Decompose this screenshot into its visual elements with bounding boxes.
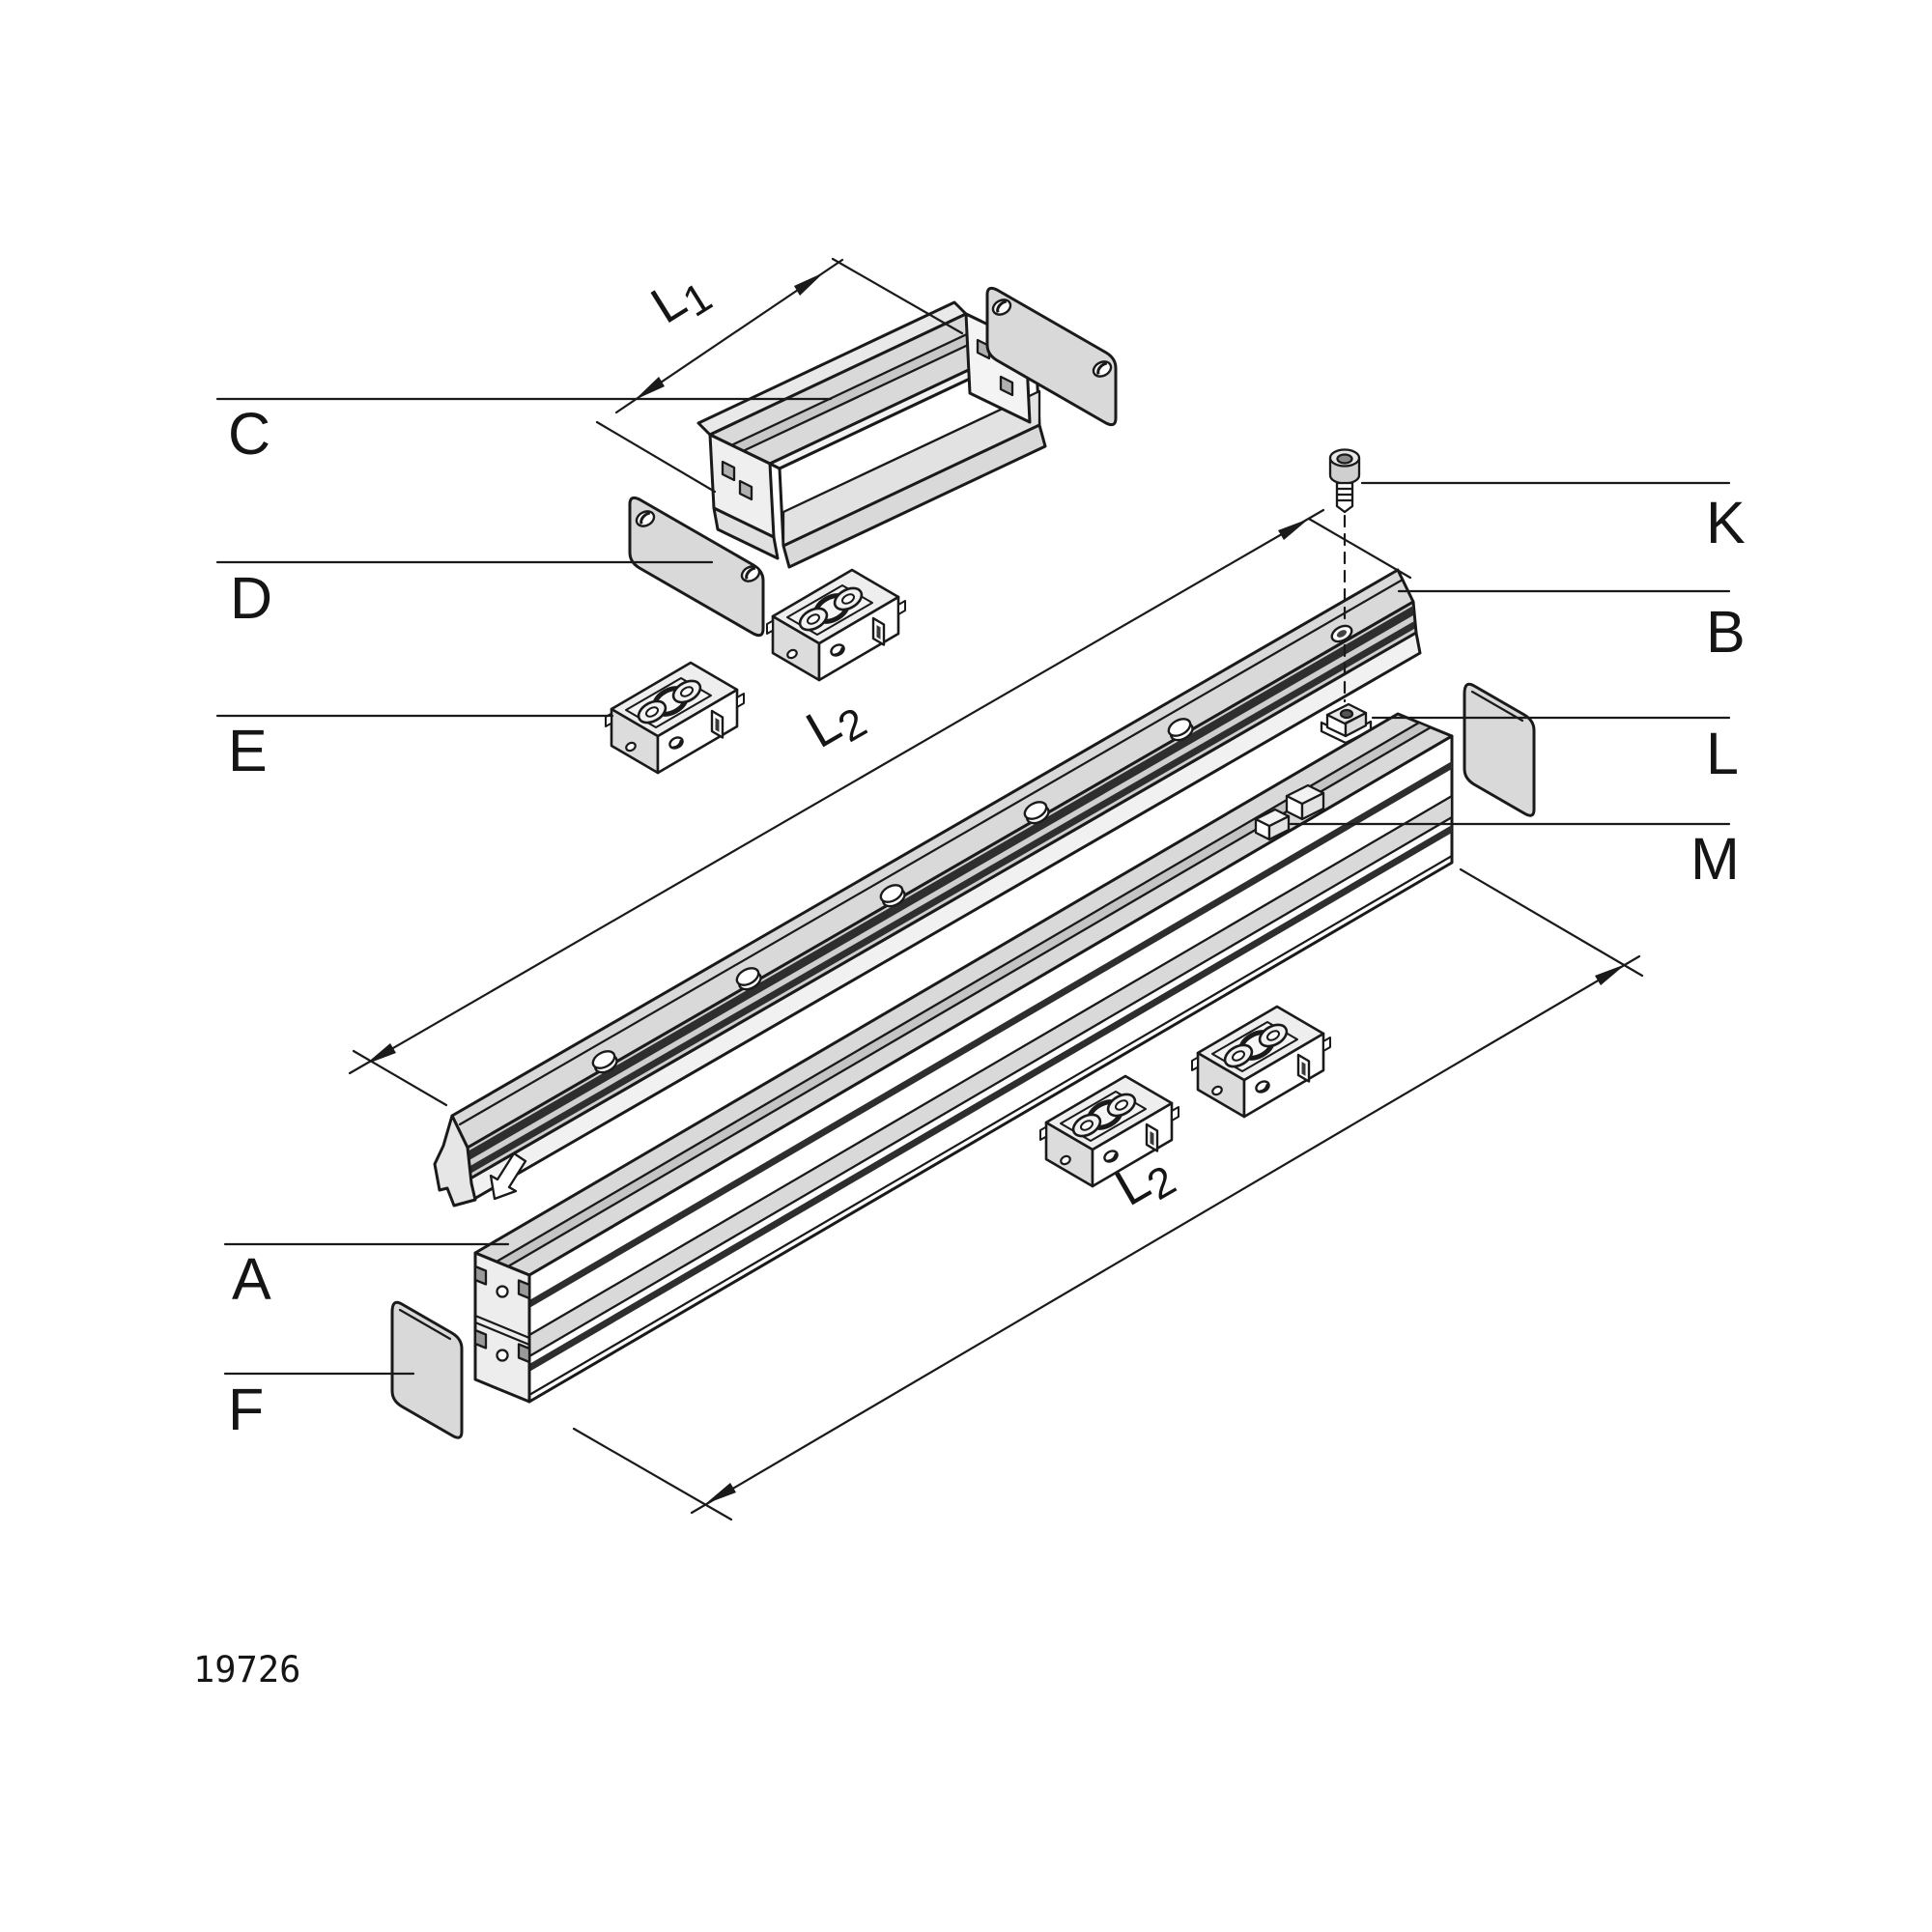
dim-l2-rail-arrow-right: [1278, 519, 1309, 540]
profile-a-groove-1: [529, 761, 1452, 1308]
t-nut-hole: [1339, 708, 1354, 720]
dim-l2-rail-arrow-left: [365, 1043, 396, 1065]
dim-l2-rail-label: L2: [797, 684, 874, 766]
cover-plate-d-right: [985, 286, 1118, 427]
profile-a-end-tslot: [473, 1328, 488, 1350]
label-a: A: [232, 1246, 271, 1312]
dim-l1-ext-left: [595, 420, 717, 494]
label-k: K: [1706, 490, 1746, 555]
label-d: D: [230, 565, 272, 631]
profile-c-end-slot-1: [721, 460, 736, 482]
profile-a-bottom-line: [527, 854, 1454, 1397]
label-l: L: [1706, 721, 1739, 786]
dim-l2-profile-line: [690, 954, 1641, 1515]
end-cap-highlight: [398, 1308, 452, 1341]
rail-b-groove-1: [468, 606, 1413, 1161]
rail-b-end-face: [433, 1114, 477, 1208]
profile-c-end-lower: [712, 506, 780, 560]
dim-l1-arrow-right: [794, 272, 824, 296]
dim-l2-rail-ext-right: [1307, 517, 1412, 580]
profile-c: [696, 300, 1047, 569]
profile-c-end-slot-4: [999, 375, 1014, 397]
guide-block-e-upper: [767, 570, 905, 680]
assembly-direction-arrow-icon: [489, 1151, 527, 1201]
end-cap-highlight: [1470, 690, 1524, 723]
label-f: F: [228, 1377, 264, 1442]
profile-c-bottom-wing: [781, 423, 1047, 569]
profile-a-end-tslot: [473, 1264, 488, 1286]
screw-socket: [1336, 453, 1353, 465]
label-m: M: [1690, 826, 1740, 892]
screw-shank: [1335, 481, 1354, 514]
dim-l2-profile-ext-left: [572, 1427, 733, 1521]
profile-a-end-mid: [473, 1321, 531, 1347]
dim-l2-profile-arrow-right: [1595, 964, 1626, 985]
profile-a-end-tslot: [517, 1343, 531, 1364]
profile-a-end-bore: [496, 1285, 509, 1298]
t-nut-l: [1320, 702, 1373, 745]
end-cap-right: [1463, 682, 1536, 817]
dim-l2-rail-ext-left: [352, 1049, 448, 1107]
guide-block-pair-upper: [1192, 1007, 1330, 1117]
label-c: C: [228, 401, 270, 467]
profile-a-end-mid: [473, 1314, 531, 1340]
drawing-number: 19726: [193, 1649, 300, 1690]
guide-block-e-lower: [606, 663, 744, 773]
dim-l1-label: L1: [641, 259, 720, 341]
dim-l2-profile-ext-right: [1459, 867, 1644, 978]
dim-l1-ext-right: [831, 257, 964, 335]
slot-nut-m-1: [1285, 783, 1325, 821]
rail-b-groove-2: [469, 621, 1414, 1175]
slot-nut-m-2: [1254, 808, 1291, 841]
label-e: E: [228, 718, 268, 783]
profile-a-groove-2: [529, 825, 1452, 1372]
rail-b: [433, 568, 1422, 1208]
cover-plate-d-left: [628, 496, 765, 638]
end-cap-f: [390, 1300, 464, 1439]
dim-l2-rail-line: [348, 508, 1325, 1075]
profile-a-end-bore: [496, 1349, 509, 1362]
profile-a-end-tslot: [517, 1279, 531, 1300]
rail-b-top-line: [458, 578, 1405, 1126]
dim-l1-arrow-left: [635, 377, 665, 400]
profile-c-end-slot-2: [738, 479, 753, 501]
profile-a: [473, 712, 1454, 1404]
label-b: B: [1706, 599, 1746, 665]
screw-k: [1328, 448, 1361, 703]
dim-l2-profile-arrow-left: [705, 1483, 736, 1504]
